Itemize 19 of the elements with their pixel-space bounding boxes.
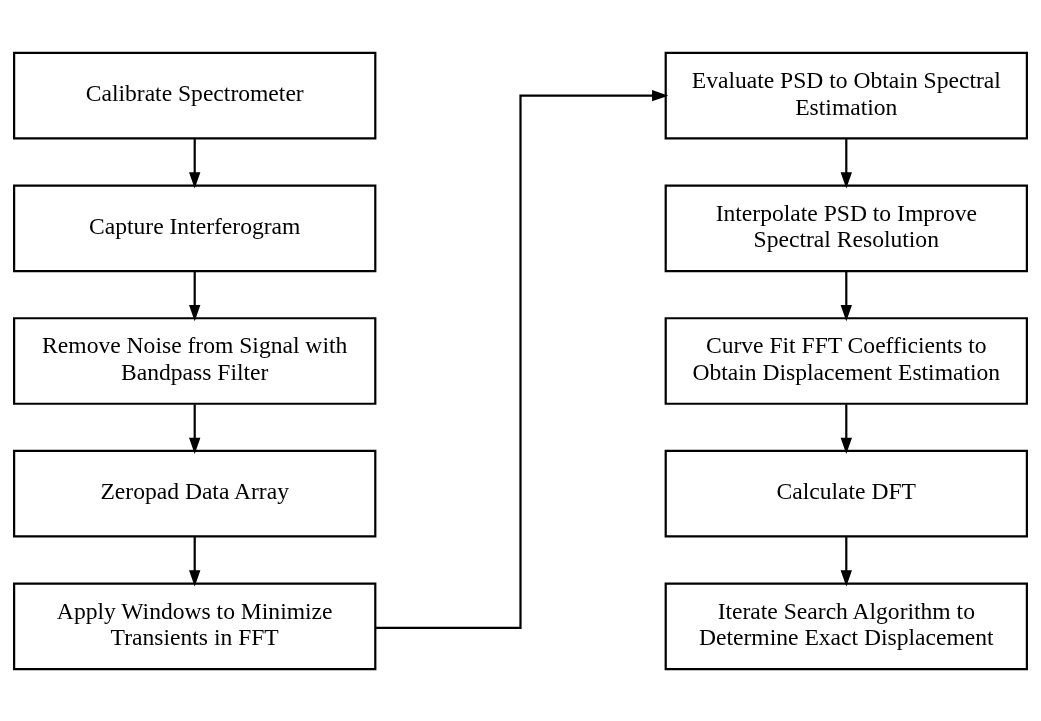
arrow bbox=[840, 138, 852, 189]
node-box: Calibrate Spectrometer bbox=[13, 51, 377, 139]
node-box: Zeropad Data Array bbox=[13, 449, 377, 538]
arrow bbox=[840, 271, 852, 321]
node-box: Capture Interferogram bbox=[13, 183, 377, 272]
node-box: Curve Fit FFT Coefficients to Obtain Displacement Estimation bbox=[664, 316, 1028, 405]
arrow bbox=[840, 403, 852, 454]
node-box: Evaluate PSD to Obtain Spectral Estimation bbox=[664, 51, 1028, 139]
node-box: Interpolate PSD to Improve Spectral Resolution bbox=[664, 183, 1028, 272]
node-box: Remove Noise from Signal with Bandpass Filter bbox=[13, 316, 377, 405]
arrow bbox=[376, 89, 669, 629]
node-box: Calculate DFT bbox=[664, 449, 1028, 538]
arrow bbox=[189, 271, 201, 321]
arrow bbox=[189, 536, 201, 587]
arrow bbox=[840, 536, 852, 587]
arrow bbox=[189, 403, 201, 454]
arrow bbox=[189, 138, 201, 189]
node-box: Iterate Search Algorithm to Determine Exact Displacement bbox=[664, 582, 1028, 670]
node-box: Apply Windows to Minimize Transients in FFT bbox=[13, 582, 377, 670]
